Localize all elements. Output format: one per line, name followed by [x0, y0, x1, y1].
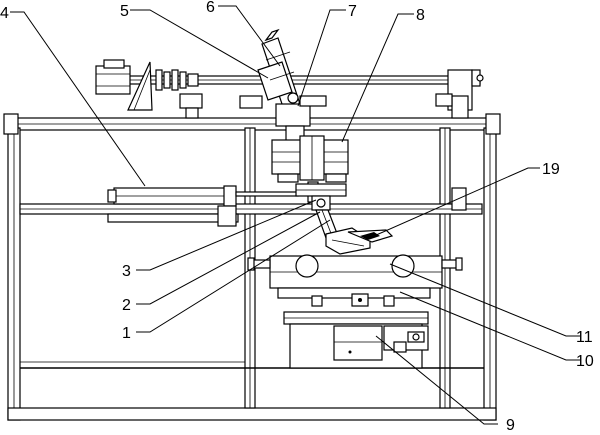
horizontal-cylinder	[107, 183, 467, 227]
callout-10: 10	[576, 353, 594, 370]
end-effector	[325, 227, 394, 255]
callout-4: 4	[0, 5, 9, 22]
callout-8: 8	[416, 7, 425, 24]
callout-9: 9	[506, 417, 515, 434]
callout-6: 6	[206, 0, 215, 16]
wrist-joint	[311, 195, 339, 239]
callout-19: 19	[542, 161, 560, 178]
callout-3: 3	[122, 263, 131, 280]
callout-2: 2	[122, 297, 131, 314]
machine-frame	[3, 113, 501, 421]
callout-5: 5	[120, 3, 129, 20]
cylinder-housing	[271, 135, 349, 203]
base-drive-unit	[283, 311, 429, 369]
callout-1: 1	[122, 325, 131, 342]
clamping-table	[247, 254, 463, 307]
callout-11: 11	[576, 329, 593, 346]
leader-lines	[10, 5, 580, 425]
callout-7: 7	[348, 3, 357, 20]
